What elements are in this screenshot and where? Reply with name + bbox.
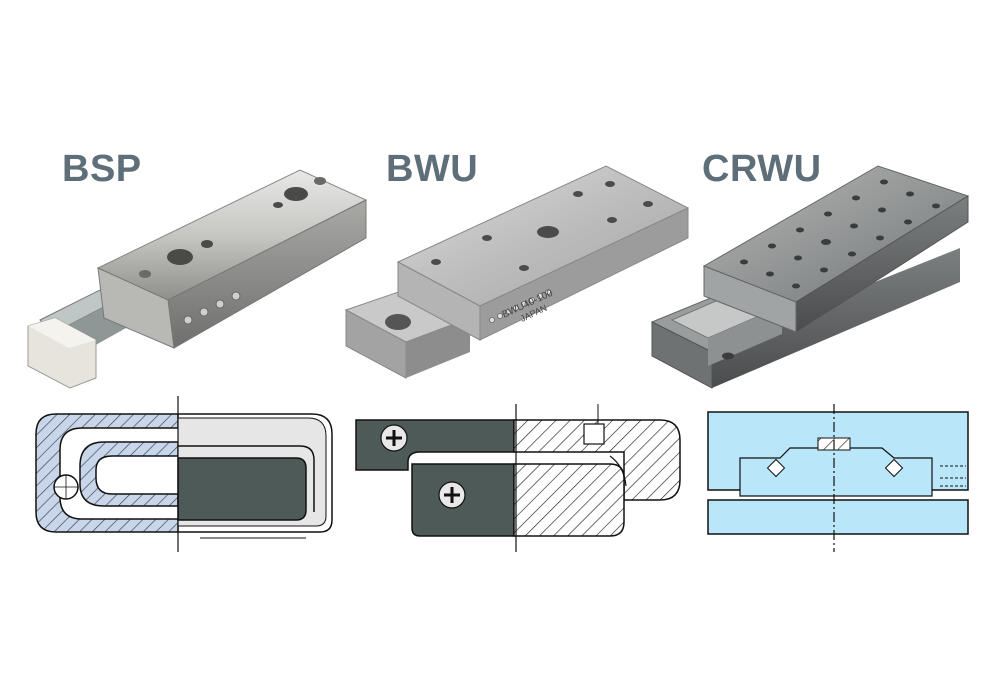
product-title-crwu: CRWU — [702, 148, 822, 190]
bsp-product-image — [27, 169, 368, 389]
crwu-cross-section — [707, 404, 969, 552]
bwu-product-image: BWU40-100 JAPAN — [344, 165, 690, 379]
bwu-cross-section — [355, 404, 681, 552]
screw-icon — [438, 481, 466, 509]
product-title-bsp: BSP — [62, 148, 142, 190]
crwu-product-image — [650, 165, 970, 389]
bsp-cross-section — [35, 396, 333, 552]
product-title-bwu: BWU — [386, 148, 479, 190]
screw-icon — [380, 424, 408, 452]
